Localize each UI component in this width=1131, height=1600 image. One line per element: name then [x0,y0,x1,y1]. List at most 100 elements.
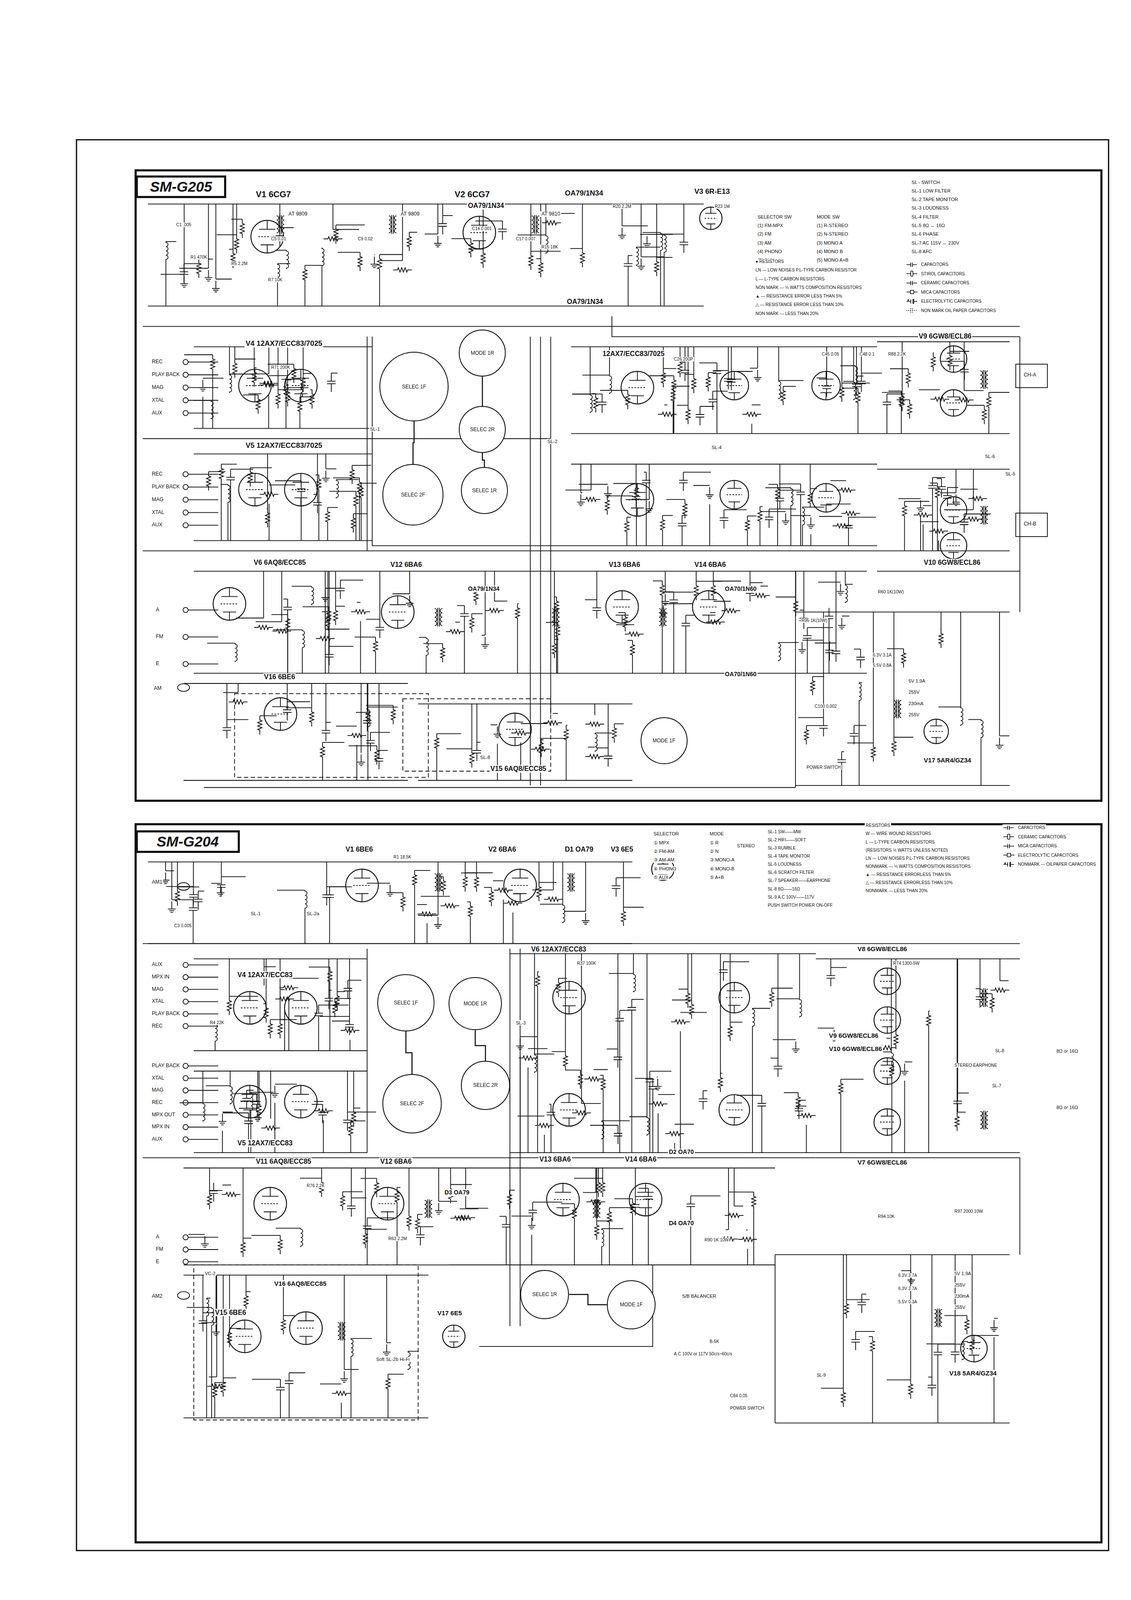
tube-plate [880,967,894,976]
model-title-box: SM-G205 [135,175,227,199]
wire [663,253,665,307]
capacitor-symbol [764,508,774,528]
resistor-symbol [332,998,338,1018]
resistor-symbol [440,903,460,908]
wire [380,259,403,261]
tube-plate [947,496,961,505]
tube-grid [220,603,239,605]
part-label: OA70/1N60 [724,670,758,678]
wire [361,482,377,484]
tube-plate [880,1006,894,1014]
resistor-symbol [742,411,761,417]
tube-cathode [948,409,960,417]
input-jack [183,634,189,640]
wire [239,1107,258,1109]
capacitor-symbol [321,722,331,741]
resistor-symbol [257,715,263,735]
input-jack [183,471,189,477]
wire [534,953,536,1054]
input-jack [183,1112,189,1118]
wire [544,1134,546,1153]
resistor-symbol [605,495,610,515]
panel-frame [135,170,1102,801]
wire [328,989,332,991]
resistor-symbol [836,487,856,493]
resistor-symbol [259,492,279,497]
wire [596,1167,598,1221]
tube-grid [818,384,834,386]
resistor-symbol [281,1315,286,1335]
wire [165,870,175,872]
node-text: SELEC 2R [469,426,495,433]
legend-entry: NONMARK --- OILPAPER CAPACITORS [1002,860,1097,868]
wire [166,241,177,242]
part-label: OA79/1N34 [466,585,501,592]
wire [661,233,685,235]
wire [783,385,796,387]
wire [846,1254,848,1300]
legend-entry: STIROL CAPACITORS [905,270,966,277]
capacitor-symbol [695,406,705,426]
part-label: OA79/1N34 [466,201,505,210]
part-label: V17 6E5 [436,1309,464,1317]
wire [279,1397,281,1418]
wire [861,372,882,374]
legend-text: STIROL CAPACITORS [921,271,965,277]
bus-wire [816,1157,1021,1255]
resistor-symbol [841,511,860,516]
tube-plate [389,595,406,605]
node-text: SELEC 1R [532,1291,557,1298]
wire [280,988,285,990]
wire [674,1123,694,1125]
wire [626,536,628,546]
wire [993,1317,998,1319]
tube-envelope [940,345,967,373]
capacitor-symbol [844,517,853,537]
transformer-symbol [434,607,443,627]
wire [928,1029,930,1153]
wire [888,390,902,392]
wire [663,603,693,604]
wire [881,391,903,393]
input-jack [183,384,189,391]
resistor-symbol [968,496,988,501]
wire [414,889,416,944]
wire [188,1065,219,1067]
wire [285,379,292,381]
part-label: V3 6E5 [609,845,634,854]
wire [656,204,658,258]
wire [284,1008,286,1051]
tube-cathode [294,497,308,506]
wire [202,377,224,379]
wire [263,958,265,967]
wire [680,361,686,363]
wire [188,374,219,376]
coil-symbol [562,903,565,923]
coil-symbol [350,1337,353,1357]
wire [999,979,1009,981]
legend-entry: CAPACITORS [905,261,950,269]
rail-wire [571,570,867,572]
tube-cathode [881,987,893,995]
wire [552,712,558,714]
tube-plate [947,345,961,353]
wire [691,953,693,1000]
tube-plate [726,982,743,991]
resistor-symbol [259,381,279,386]
node-text: MODE 1F [619,1301,643,1308]
tube-plate [272,697,289,707]
wire [757,346,758,368]
rail-wire [147,305,704,307]
rail-wire [510,953,817,954]
wire [928,1010,930,1012]
wire [872,612,874,744]
resistor-symbol [804,725,809,745]
resistor-symbol [982,405,987,425]
part-label: AUX [151,521,164,528]
tube-plate [292,991,309,1001]
wire [901,1270,912,1271]
tube-cathode [294,393,308,402]
part-label: SL-9 [816,1372,827,1378]
tube-cathode [449,1341,459,1347]
tube-plate [554,1183,572,1193]
